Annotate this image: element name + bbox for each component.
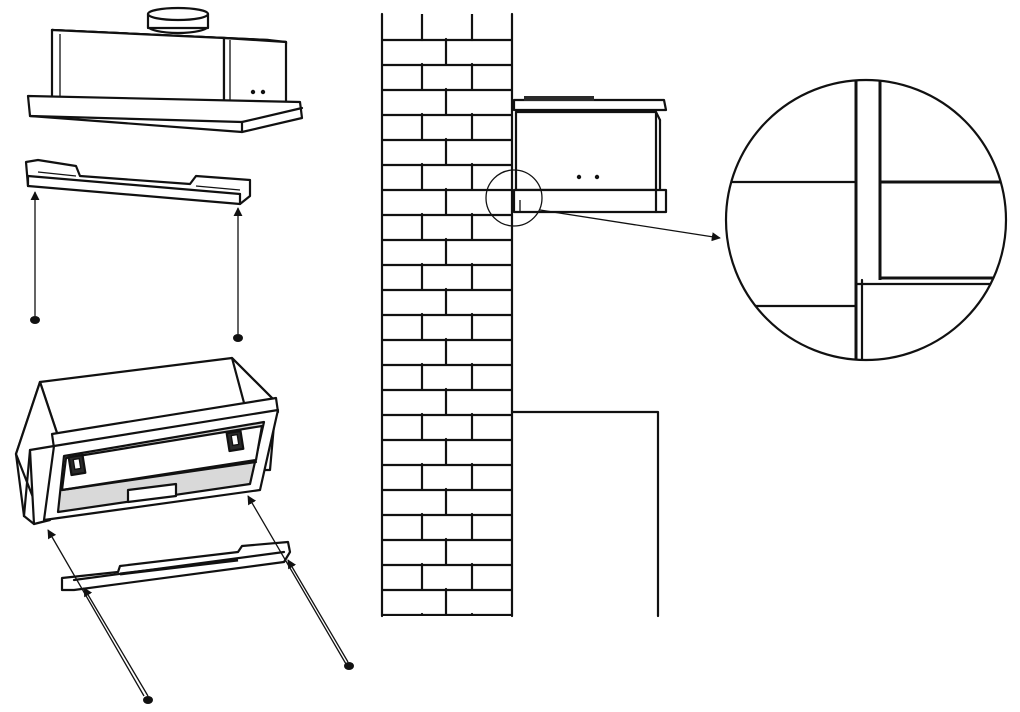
screw-icon [30,316,40,324]
hood-unit-top [26,6,304,134]
screw-arrows-bottom [47,495,354,704]
screw-icon [143,696,153,704]
mounting-bracket-bottom [60,540,292,592]
hood-unit-bottom [14,356,280,526]
connection-line [510,410,660,618]
detail-zoom [724,78,1008,362]
screw-icon [344,662,354,670]
brick-wall [380,12,514,618]
wall-cabinet [512,96,668,214]
screw-icon [233,334,243,342]
screw-arrows-top [30,191,243,342]
mounting-bracket-top [24,158,252,206]
detail-marker [485,169,721,242]
